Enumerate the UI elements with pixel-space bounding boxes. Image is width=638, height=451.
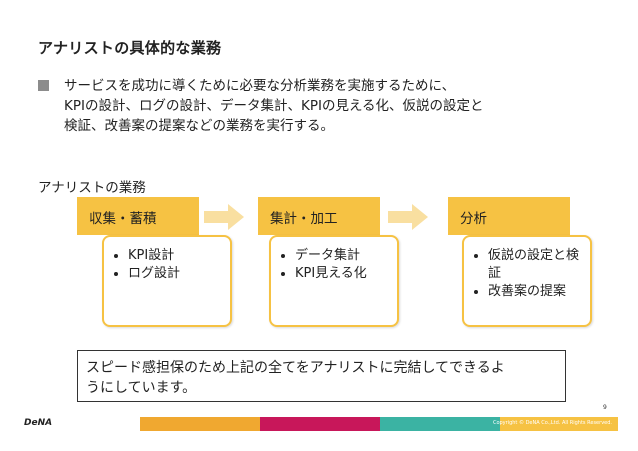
dena-logo: DeNA — [24, 418, 53, 428]
step-body-aggregate: データ集計 KPI見える化 — [269, 235, 399, 327]
footer-segment — [500, 417, 618, 431]
bullet-square-icon — [38, 80, 49, 91]
step-item: 仮説の設定と検証 — [488, 247, 584, 283]
page-title: アナリストの具体的な業務 — [38, 39, 222, 57]
footer-segment — [260, 417, 380, 431]
footer-segment — [20, 417, 140, 431]
section-label: アナリストの業務 — [38, 180, 146, 196]
copyright-text: Copyright © DeNA Co.,Ltd. All Rights Res… — [492, 420, 612, 426]
step-item: データ集計 — [295, 247, 391, 265]
bullet-line: サービスを成功に導くために必要な分析業務を実施するために、 — [64, 78, 456, 94]
right-arrow-icon — [204, 204, 244, 230]
right-arrow-icon — [388, 204, 428, 230]
step-header-analyze: 分析 — [448, 197, 570, 235]
footer-segment — [380, 417, 500, 431]
step-body-collect: KPI設計 ログ設計 — [102, 235, 232, 327]
note-box: スピード感担保のため上記の全てをアナリストに完結してできるよ うにしています。 — [77, 350, 566, 402]
footer-color-bar — [20, 417, 618, 431]
note-line: スピード感担保のため上記の全てをアナリストに完結してできるよ — [86, 360, 505, 376]
bullet-text: サービスを成功に導くために必要な分析業務を実施するために、 KPIの設計、ログの… — [64, 76, 598, 136]
step-item: KPI設計 — [128, 247, 224, 265]
note-line: うにしています。 — [86, 380, 197, 396]
step-item: KPI見える化 — [295, 265, 391, 283]
step-header-collect: 収集・蓄積 — [77, 197, 199, 235]
page-number: 9 — [603, 404, 607, 411]
bullet-line: 検証、改善案の提案などの業務を実行する。 — [64, 118, 334, 134]
bullet-line: KPIの設計、ログの設計、データ集計、KPIの見える化、仮説の設定と — [64, 98, 484, 114]
step-body-analyze: 仮説の設定と検証 改善案の提案 — [462, 235, 592, 327]
step-item: ログ設計 — [128, 265, 224, 283]
footer-segment — [140, 417, 260, 431]
step-item: 改善案の提案 — [488, 283, 584, 301]
step-header-aggregate: 集計・加工 — [258, 197, 380, 235]
bullet-block: サービスを成功に導くために必要な分析業務を実施するために、 KPIの設計、ログの… — [38, 76, 598, 136]
